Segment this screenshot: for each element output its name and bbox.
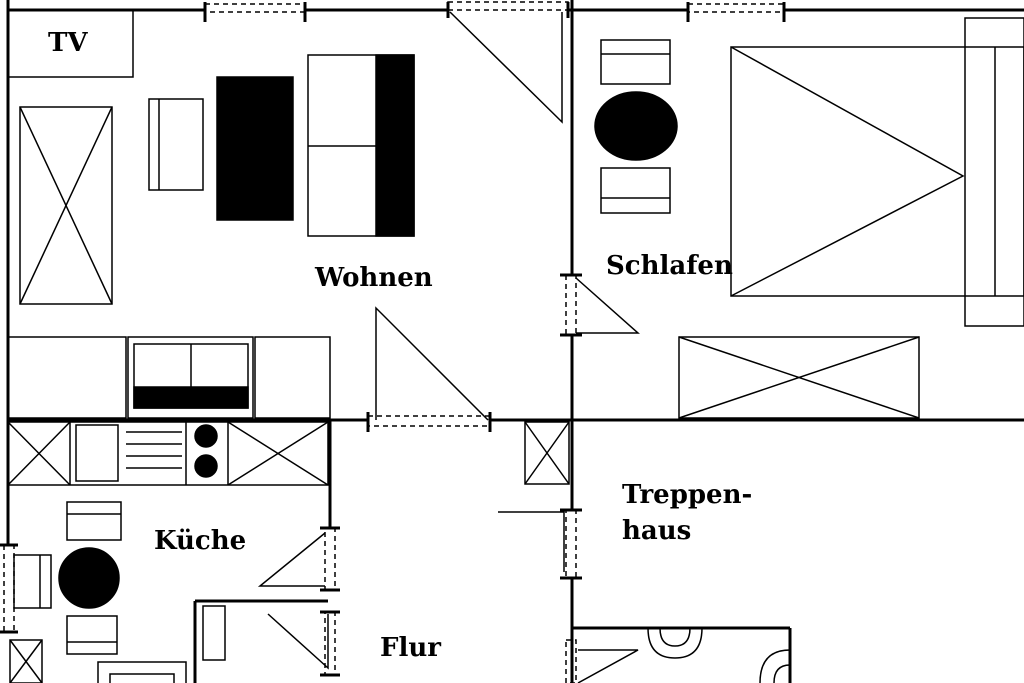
kitchen-chair-left <box>13 554 52 609</box>
chair <box>148 98 204 191</box>
label-kueche: Küche <box>154 526 246 556</box>
tv-cabinet <box>7 9 134 78</box>
label-treppenhaus-2: haus <box>622 516 691 546</box>
flur-wardrobe <box>202 605 226 661</box>
chair-top <box>600 39 671 85</box>
walls <box>6 0 1024 683</box>
bench <box>133 343 249 409</box>
hall-cabinet <box>524 421 570 485</box>
kitchen-table <box>58 547 120 609</box>
cabinet-crossed <box>19 106 113 305</box>
kitchen-chair-top <box>66 501 122 541</box>
label-schlafen: Schlafen <box>606 251 733 281</box>
bathroom-fixtures <box>647 627 791 683</box>
label-flur: Flur <box>380 633 441 663</box>
sideboard <box>7 336 331 419</box>
sofa <box>307 54 415 237</box>
openings <box>3 1 785 683</box>
coffee-table <box>216 76 294 221</box>
wardrobe <box>678 336 920 419</box>
round-table <box>594 91 678 161</box>
label-tv: TV <box>48 28 88 58</box>
kitchen-shelf-inner <box>109 673 175 683</box>
kitchen-counter <box>7 421 329 486</box>
door-swings <box>257 11 640 683</box>
kitchen-cabinet-low <box>9 639 43 683</box>
chair-bottom <box>600 167 671 214</box>
label-treppenhaus-1: Treppen- <box>622 480 752 510</box>
kitchen-shelf <box>97 661 187 683</box>
bed <box>730 17 1024 327</box>
label-wohnen: Wohnen <box>314 263 433 293</box>
kitchen-chair-bottom <box>66 615 118 655</box>
